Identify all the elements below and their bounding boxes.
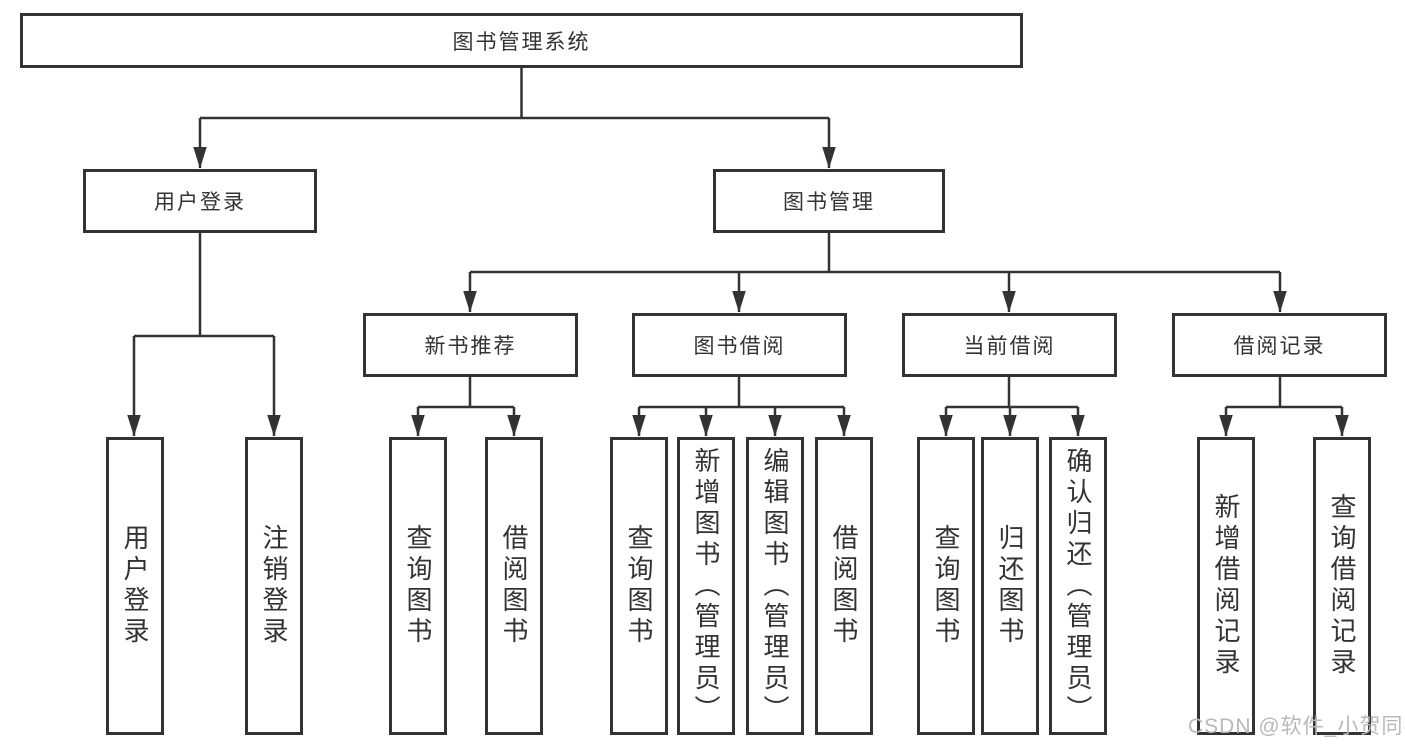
- node-label: 新增借阅记录: [1211, 493, 1241, 679]
- leaf-query-books: 查询图书: [389, 437, 447, 735]
- node-label: 图书管理系统: [452, 30, 591, 54]
- leaf-add-borrow-record: 新增借阅记录: [1197, 437, 1255, 735]
- node-label: 编辑图书（管理员）: [760, 446, 790, 726]
- node-label: 注销登录: [259, 524, 289, 648]
- node-new-book-recommend: 新书推荐: [363, 313, 578, 377]
- node-label: 新书推荐: [424, 335, 517, 358]
- node-label: 用户登录: [120, 524, 150, 648]
- node-label: 图书借阅: [693, 335, 786, 358]
- node-label: 借阅图书: [829, 524, 859, 648]
- leaf-add-books-admin: 新增图书（管理员）: [677, 437, 735, 735]
- leaf-edit-books-admin: 编辑图书（管理员）: [746, 437, 804, 735]
- node-label: 当前借阅: [963, 335, 1056, 358]
- leaf-return-books: 归还图书: [981, 437, 1039, 735]
- node-label: 查询图书: [624, 524, 654, 648]
- node-borrowing-records: 借阅记录: [1172, 313, 1387, 377]
- node-label: 借阅记录: [1233, 335, 1326, 358]
- node-label: 归还图书: [995, 524, 1025, 648]
- node-label: 查询图书: [403, 524, 433, 648]
- csdn-watermark: CSDN @软件_小贺同学: [1188, 715, 1405, 738]
- node-library-management-system: 图书管理系统: [20, 13, 1023, 68]
- leaf-query-books: 查询图书: [610, 437, 668, 735]
- node-label: 查询图书: [931, 524, 961, 648]
- leaf-query-books: 查询图书: [917, 437, 975, 735]
- node-label: 查询借阅记录: [1327, 493, 1357, 679]
- node-label: 新增图书（管理员）: [691, 446, 721, 726]
- node-user-login: 用户登录: [83, 169, 317, 233]
- node-book-borrowing: 图书借阅: [632, 313, 847, 377]
- leaf-logout: 注销登录: [245, 437, 303, 735]
- leaf-query-borrow-record: 查询借阅记录: [1313, 437, 1371, 735]
- node-label: 确认归还（管理员）: [1063, 446, 1093, 726]
- node-book-management: 图书管理: [713, 169, 945, 233]
- node-current-borrowing: 当前借阅: [902, 313, 1117, 377]
- node-label: 借阅图书: [499, 524, 529, 648]
- leaf-confirm-return-admin: 确认归还（管理员）: [1049, 437, 1107, 735]
- node-label: 图书管理: [783, 191, 875, 214]
- leaf-user-login: 用户登录: [106, 437, 164, 735]
- leaf-borrow-books: 借阅图书: [815, 437, 873, 735]
- leaf-borrow-books: 借阅图书: [485, 437, 543, 735]
- node-label: 用户登录: [154, 191, 246, 214]
